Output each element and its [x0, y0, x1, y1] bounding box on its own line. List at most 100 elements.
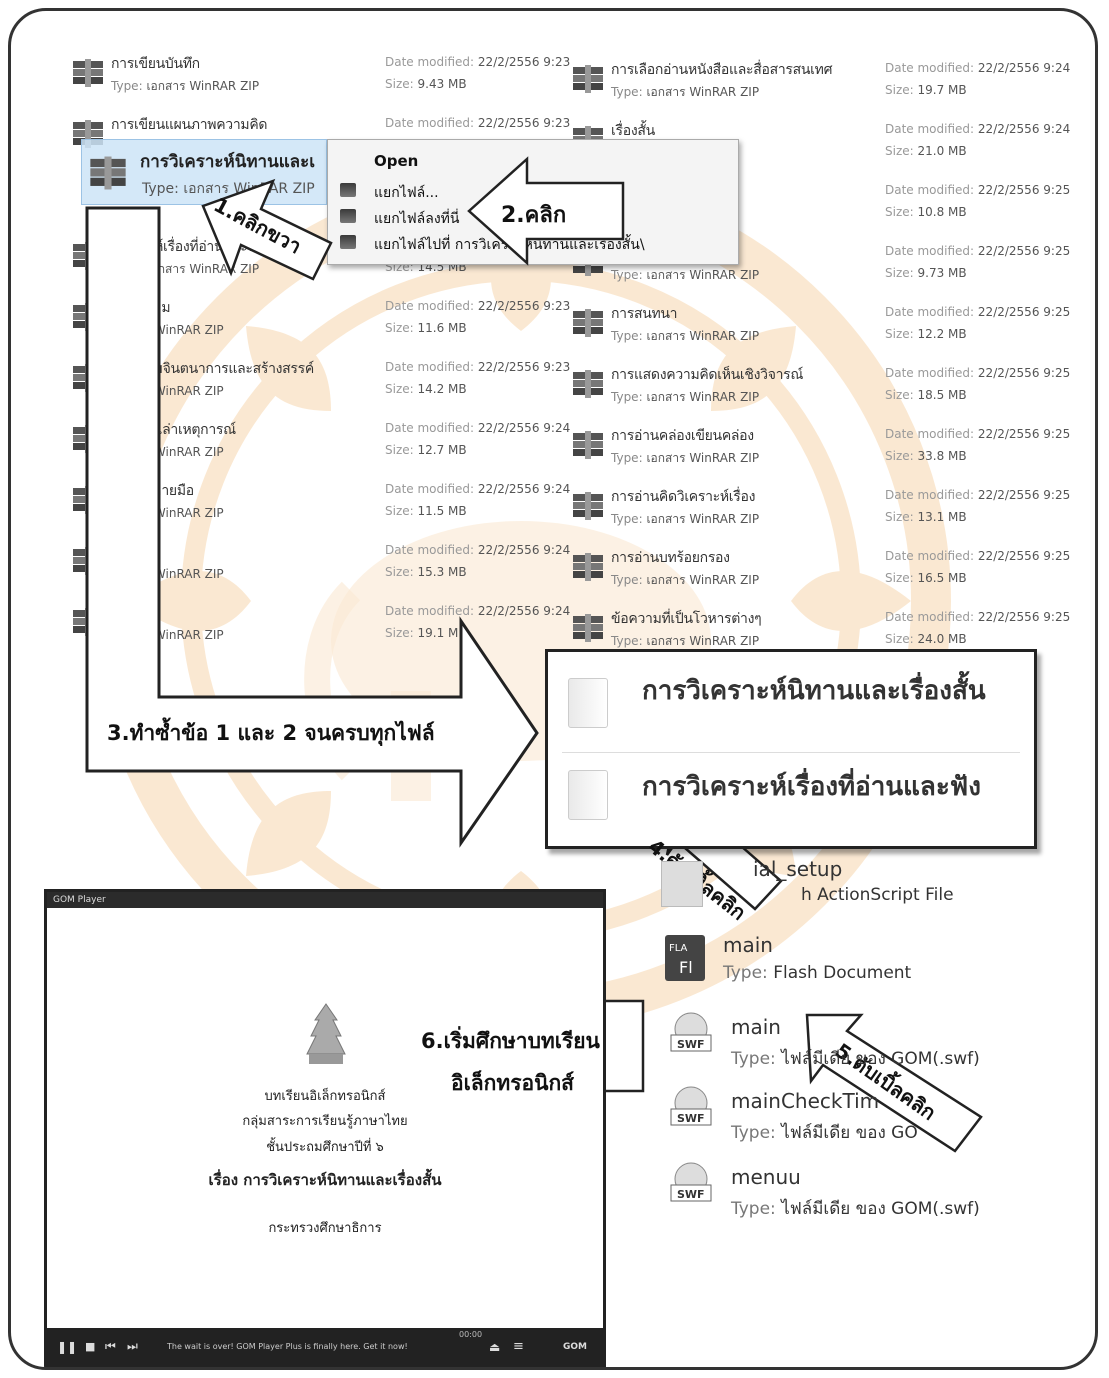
file-size: Size: 21.0 MB	[885, 144, 967, 158]
date-value: 22/2/2556 9:24	[477, 482, 571, 496]
winrar-zip-icon	[573, 614, 603, 642]
next-button[interactable]: ⏭	[127, 1339, 138, 1353]
type-label: Type:	[611, 85, 643, 99]
file-type: เอกสาร WinRAR ZIP	[111, 565, 224, 584]
type-label: Type:	[111, 79, 143, 93]
winrar-zip-icon	[90, 156, 126, 190]
menu-item-open[interactable]: Open	[328, 148, 738, 174]
folder-icon	[568, 770, 608, 820]
size-value: 18.5 MB	[917, 388, 967, 402]
size-value: 10.8 MB	[917, 205, 967, 219]
lesson-line1: บทเรียนอิเล็กทรอนิกส์	[264, 1089, 386, 1104]
file-name: วิเคราะห์เรื่องที่อ่านและฟัง	[111, 239, 264, 255]
winrar-zip-icon	[573, 309, 603, 337]
date-value: 22/2/2556 9:25	[977, 244, 1071, 258]
date-modified: Date modified: 22/2/2556 9:25	[885, 366, 1070, 380]
file-name: ลำเรื่อง เล่าเหตุการณ์	[111, 422, 236, 438]
date-value: 22/2/2556 9:24	[477, 604, 571, 618]
file-size: Size: 14.2 MB	[385, 382, 467, 396]
date-value: 22/2/2556 9:24	[977, 122, 1071, 136]
winrar-zip-icon	[73, 303, 103, 331]
menu-icon[interactable]: ≡	[513, 1339, 524, 1354]
winrar-zip-icon	[73, 608, 103, 636]
eject-icon[interactable]: ⏏	[489, 1340, 501, 1354]
type-value: เอกสาร WinRAR ZIP	[646, 451, 760, 465]
file-type: Type: เอกสาร WinRAR ZIP	[111, 77, 259, 96]
lesson-title: เรื่อง การวิเคราะห์นิทานและเรื่องสั้น	[208, 1171, 442, 1189]
type-value: เอกสาร WinRAR ZIP	[111, 445, 224, 459]
winrar-zip-icon	[73, 425, 103, 453]
folder-item[interactable]: การวิเคราะห์เรื่องที่อ่านและฟัง	[642, 772, 981, 802]
type-value: เอกสาร WinRAR ZIP	[646, 85, 760, 99]
file-name: menuu	[731, 1165, 801, 1189]
date-modified: Date modified: 22/2/2556 9:25	[885, 610, 1070, 624]
date-label: Date modified:	[385, 360, 475, 374]
file-name: ข้อความที่เป็นโวหารต่างๆ	[611, 611, 762, 627]
date-label: Date modified:	[885, 122, 975, 136]
size-label: Size:	[385, 382, 414, 396]
date-value: 22/2/2556 9:23	[477, 299, 571, 313]
stop-button[interactable]: ■	[85, 1340, 96, 1353]
date-label: Date modified:	[885, 549, 975, 563]
winrar-zip-icon	[573, 65, 603, 93]
swf-file-icon: SWF	[670, 1086, 712, 1126]
size-value: 19.1 MB	[417, 626, 467, 640]
size-value: 9.73 MB	[917, 266, 967, 280]
file-size: Size: 16.5 MB	[885, 571, 967, 585]
svg-text:SWF: SWF	[677, 1038, 705, 1051]
type-value: เอกสาร WinRAR ZIP	[646, 634, 760, 648]
menu-item-label: แยกไฟล์ไปที่ การวิเคราะห์นิทานและเรื่องส…	[374, 237, 645, 253]
winrar-zip-icon	[573, 553, 603, 581]
file-type: Type: เอกสาร WinRAR ZIP	[111, 260, 259, 279]
file-size: Size: 19.7 MB	[885, 83, 967, 97]
file-type: Type: เอกสาร WinRAR ZIP	[611, 83, 759, 102]
prev-button[interactable]: ⏮	[105, 1339, 116, 1353]
menu-item-extract-files[interactable]: แยกไฟล์...	[328, 178, 738, 204]
type-value: เอกสาร WinRAR ZIP	[646, 390, 760, 404]
step6-label-line2: อิเล็กทรอนิกส์	[451, 1071, 574, 1095]
menu-item-label: Open	[374, 152, 419, 170]
date-value: 22/2/2556 9:25	[977, 488, 1071, 502]
lesson-line2: กลุ่มสาระการเรียนรู้ภาษาไทย	[242, 1114, 408, 1129]
folder-item[interactable]: การวิเคราะห์นิทานและเรื่องสั้น	[642, 676, 986, 706]
date-value: 22/2/2556 9:25	[977, 183, 1071, 197]
size-label: Size:	[385, 443, 414, 457]
date-label: Date modified:	[385, 116, 475, 130]
pause-button[interactable]: ❚❚	[57, 1340, 78, 1354]
size-label: Size:	[885, 327, 914, 341]
date-label: Date modified:	[885, 488, 975, 502]
file-size: Size: 33.8 MB	[885, 449, 967, 463]
file-name: เรื่องสั้น	[611, 123, 655, 139]
date-label: Date modified:	[385, 604, 475, 618]
type-value: เอกสาร WinRAR ZIP	[111, 384, 224, 398]
winrar-zip-icon	[573, 431, 603, 459]
type-value: เอกสาร WinRAR ZIP	[646, 268, 760, 282]
menu-item-extract-to-folder[interactable]: แยกไฟล์ไปที่ การวิเคราะห์นิทานและเรื่องส…	[328, 230, 738, 256]
file-type: เอกสาร WinRAR ZIP	[111, 626, 224, 645]
selected-file-item[interactable]: การวิเคราะห์นิทานและเ Type: เอกสาร WinRA…	[81, 139, 327, 205]
file-name: เรื่องตามจินตนาการและสร้างสรรค์	[111, 361, 314, 377]
date-modified: Date modified: 22/2/2556 9:25	[885, 488, 1070, 502]
size-value: 16.5 MB	[917, 571, 967, 585]
date-modified: Date modified: 22/2/2556 9:23	[385, 116, 570, 130]
step2-label: 2.คลิก	[501, 203, 567, 228]
size-label: Size:	[885, 144, 914, 158]
winrar-zip-icon	[573, 370, 603, 398]
date-value: 22/2/2556 9:24	[477, 543, 571, 557]
file-type: เอกสาร WinRAR ZIP	[111, 382, 224, 401]
file-size: Size: 19.1 MB	[385, 626, 467, 640]
size-value: 14.2 MB	[417, 382, 467, 396]
file-name: การเลือกอ่านหนังสือและสื่อสารสนเทศ	[611, 62, 833, 78]
file-name: เรียงความ	[111, 300, 171, 316]
svg-text:FLA: FLA	[669, 943, 688, 954]
file-name: ial_setup	[753, 857, 843, 881]
date-modified: Date modified: 22/2/2556 9:24	[885, 122, 1070, 136]
size-label: Size:	[885, 388, 914, 402]
winrar-icon	[340, 235, 356, 249]
type-value: เอกสาร WinRAR ZIP	[183, 181, 315, 197]
file-name: การอ่านคิดวิเคราะห์เรื่อง	[611, 489, 756, 505]
date-value: 22/2/2556 9:24	[977, 61, 1071, 75]
ticker-text: The wait is over! GOM Player Plus is fin…	[167, 1342, 408, 1351]
